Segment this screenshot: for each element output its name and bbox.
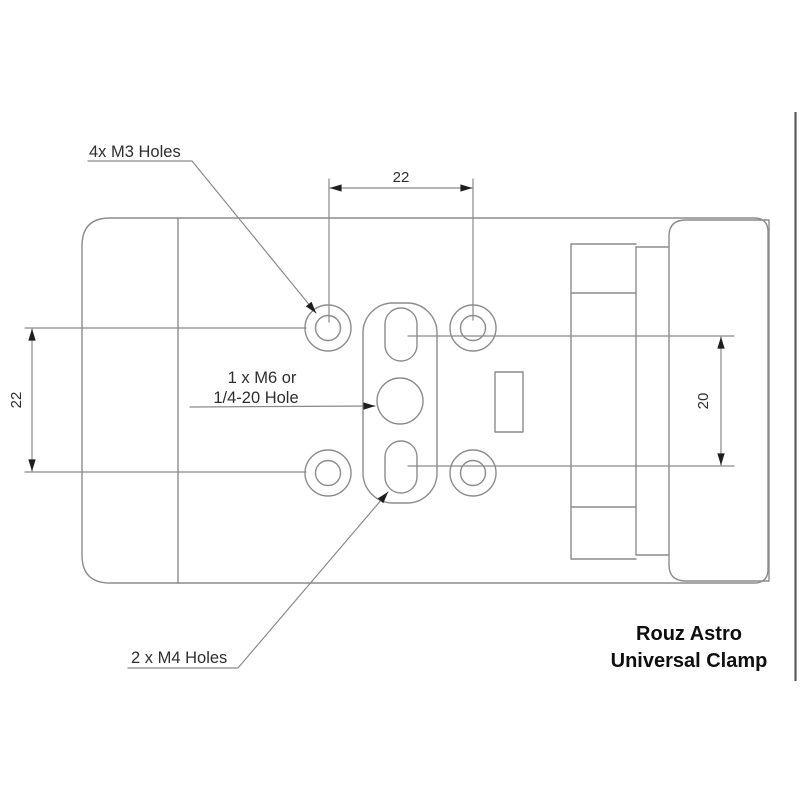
title-line1: Rouz Astro: [636, 623, 742, 645]
title-line2: Universal Clamp: [611, 650, 768, 672]
m3-hole-bottom-right: [449, 449, 497, 497]
annotation-m4-holes: 2 x M4 Holes: [127, 491, 389, 669]
dim-top-value: 22: [393, 169, 410, 186]
dim-left-value: 22: [8, 392, 25, 409]
m3-label: 4x M3 Holes: [89, 143, 181, 161]
clamp-body: [81, 217, 770, 584]
m4-slot-bottom: [384, 440, 418, 494]
dim-right-value: 20: [695, 393, 712, 410]
annotation-m3-holes: 4x M3 Holes: [87, 143, 317, 314]
right-jaw-outline: [668, 219, 770, 582]
m6-label-line2: 1/4-20 Hole: [213, 389, 298, 407]
drawing-title: Rouz Astro Universal Clamp: [611, 623, 768, 672]
m4-label: 2 x M4 Holes: [131, 649, 227, 667]
dimension-right-20: 20: [407, 335, 735, 467]
m3-hole-top-left: [304, 304, 352, 352]
m6-hole: [376, 377, 424, 425]
m6-leader-line: [189, 402, 376, 410]
center-pocket: [494, 371, 524, 433]
center-plate: [362, 302, 438, 504]
right-jaw-internal-lines: [570, 243, 670, 560]
m3-leader-line: [87, 160, 317, 314]
m6-label-line1: 1 x M6 or: [228, 369, 297, 387]
m3-hole-bottom-left: [304, 449, 352, 497]
annotation-m6-hole: 1 x M6 or 1/4-20 Hole: [189, 369, 376, 410]
m4-slot-top: [384, 307, 418, 362]
dimension-top-22: 22: [328, 169, 474, 323]
dimension-left-22: 22: [8, 327, 307, 473]
m4-leader-line: [127, 491, 389, 669]
clamp-body-outline: [81, 217, 769, 584]
